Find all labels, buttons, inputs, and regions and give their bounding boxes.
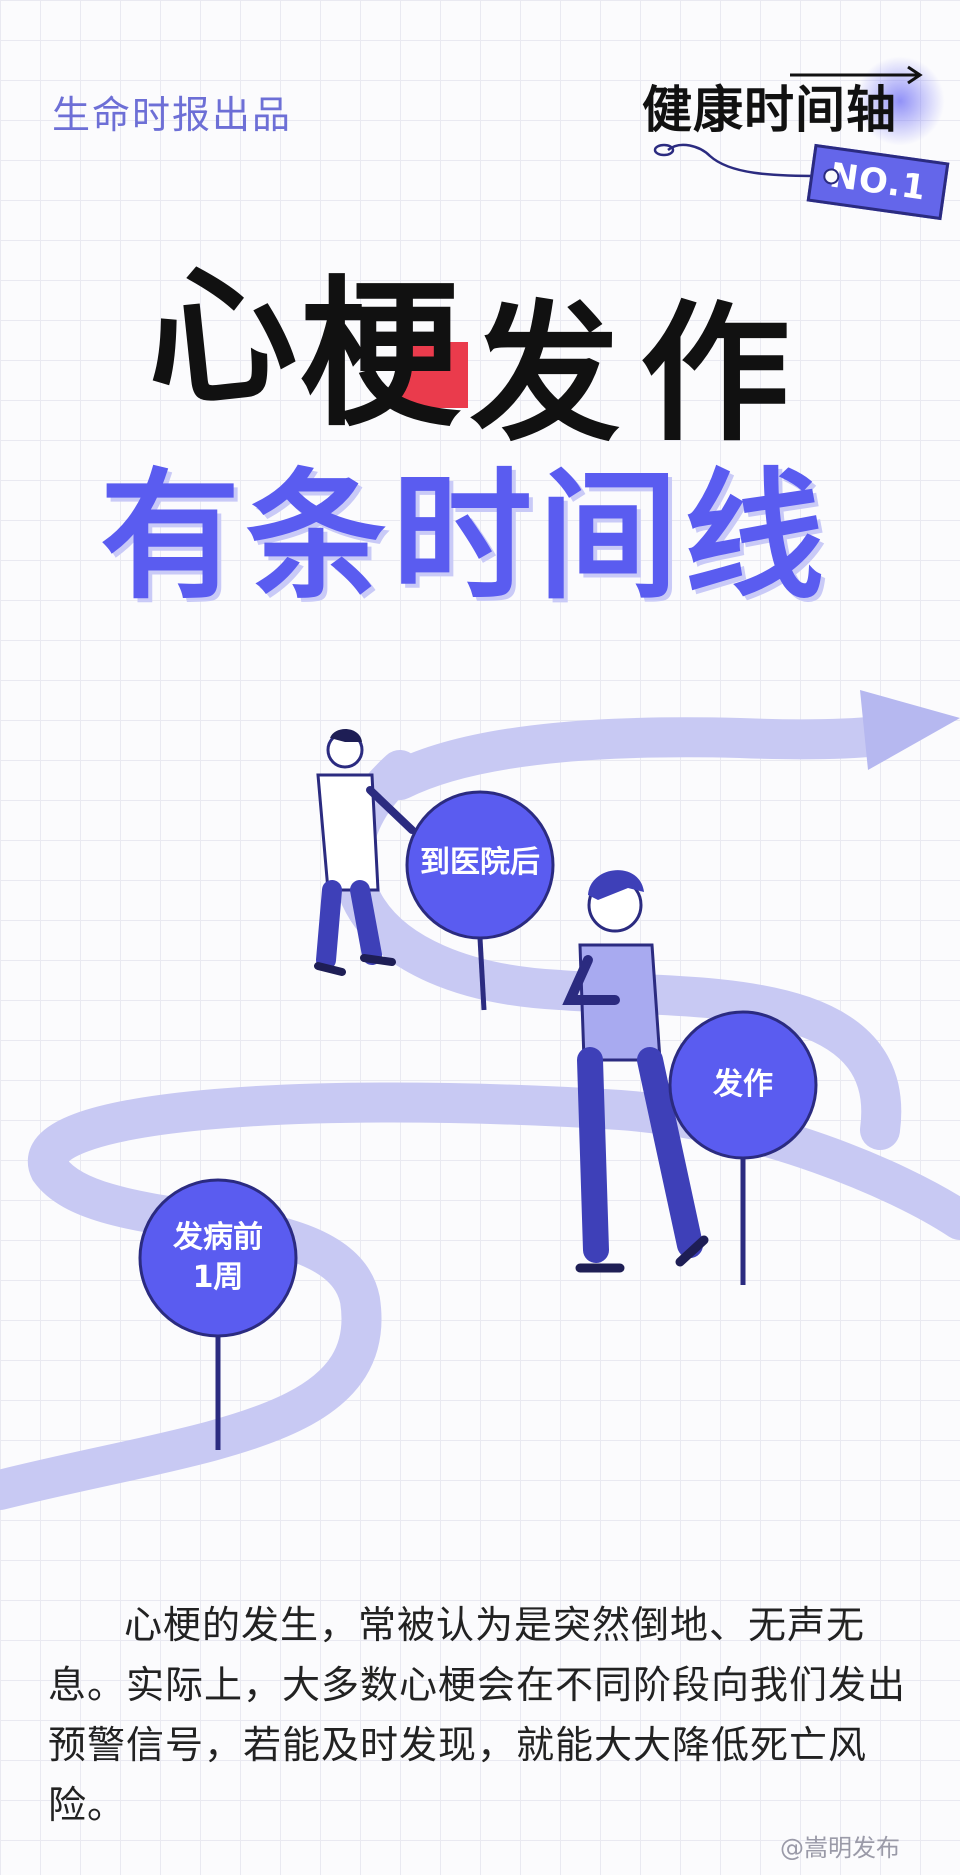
pin-week-before: [138, 1178, 298, 1450]
pin-hospital: [405, 790, 555, 1011]
headline-char-1: 心: [136, 242, 304, 432]
watermark: @嵩明发布: [780, 1834, 900, 1862]
series-tag: 健康时间轴 NO.1: [640, 56, 950, 236]
timeline-path-top: [380, 716, 900, 800]
headline-char-2: 梗: [300, 261, 461, 448]
tag-string-decoration: [653, 143, 823, 178]
pin-label-attack: 发作: [713, 1067, 773, 1102]
badge-label: NO.1: [827, 155, 929, 209]
pin-label-hospital: 到医院后: [420, 845, 540, 880]
patient-figure: [562, 870, 709, 1273]
timeline-illustration: [0, 690, 960, 1510]
arrow-head-icon: [860, 690, 960, 770]
series-title: 健康时间轴: [642, 81, 897, 139]
doctor-figure: [314, 729, 416, 976]
pin-attack: [668, 1010, 818, 1285]
pin-label-week-before: 发病前 1周: [173, 1220, 263, 1295]
arrow-icon: [790, 65, 923, 85]
body-paragraph: 心梗的发生，常被认为是突然倒地、无声无息。实际上，大多数心梗会在不同阶段向我们发…: [48, 1603, 907, 1827]
headline-char-4: 作: [640, 288, 791, 462]
red-square-decoration: [402, 342, 468, 408]
subtitle: 有条时间线: [100, 456, 831, 619]
headline-char-3: 发: [470, 288, 621, 462]
brand-label: 生命时报出品: [52, 93, 293, 137]
glow-decoration: [855, 56, 945, 146]
